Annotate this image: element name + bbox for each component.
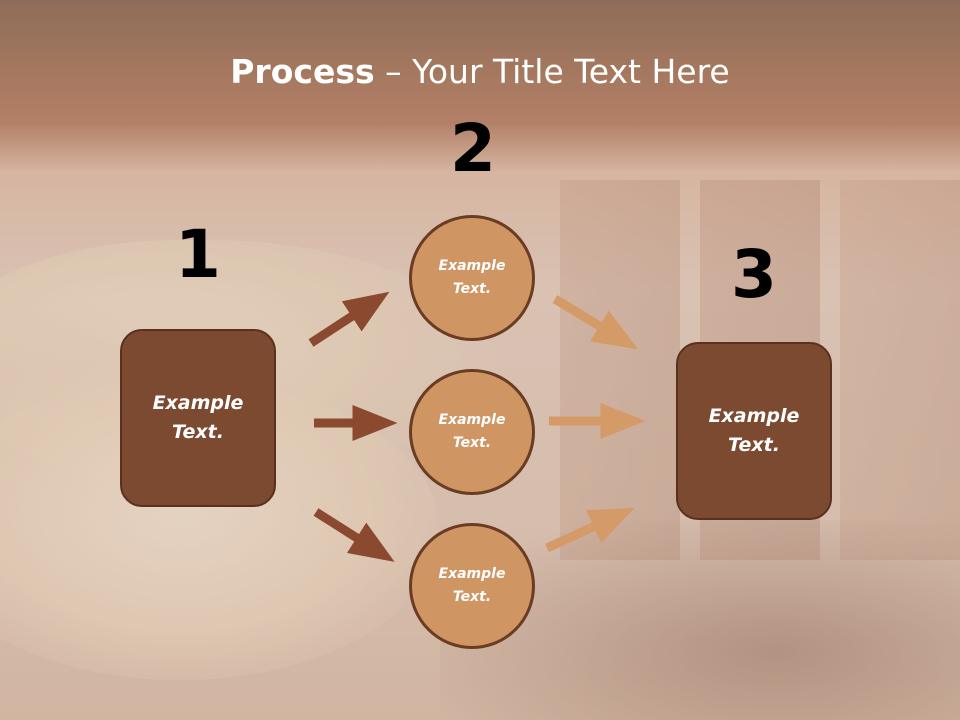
title-bold: Process bbox=[230, 52, 375, 91]
step-number-3: 3 bbox=[731, 236, 777, 313]
slide-title: Process – Your Title Text Here bbox=[0, 52, 960, 91]
left-box-line-2: Text. bbox=[172, 421, 224, 443]
right-box-line-2: Text. bbox=[728, 434, 780, 456]
circle-middle: Example Text. bbox=[409, 369, 535, 495]
circle-bottom-line-2: Text. bbox=[452, 589, 492, 605]
scattered-beans bbox=[440, 520, 960, 720]
left-box: Example Text. bbox=[120, 329, 276, 507]
circle-top-line-2: Text. bbox=[452, 281, 492, 297]
title-rest: – Your Title Text Here bbox=[374, 52, 730, 91]
circle-middle-line-1: Example bbox=[438, 412, 506, 428]
arrow-left-to-top bbox=[308, 291, 390, 347]
step-number-1: 1 bbox=[175, 216, 221, 293]
arrow-left-to-bottom bbox=[313, 508, 395, 562]
circle-top: Example Text. bbox=[409, 215, 535, 341]
circle-bottom: Example Text. bbox=[409, 523, 535, 649]
circle-middle-line-2: Text. bbox=[452, 435, 492, 451]
arrow-top-to-right bbox=[552, 295, 638, 350]
wood-plank bbox=[560, 180, 680, 560]
right-box: Example Text. bbox=[676, 342, 832, 520]
arrow-bottom-to-right bbox=[545, 507, 635, 553]
right-box-line-1: Example bbox=[708, 405, 800, 427]
circle-bottom-line-1: Example bbox=[438, 566, 506, 582]
step-number-2: 2 bbox=[450, 110, 496, 187]
circle-top-line-1: Example bbox=[438, 258, 506, 274]
left-box-line-1: Example bbox=[152, 392, 244, 414]
wood-plank bbox=[840, 180, 960, 560]
